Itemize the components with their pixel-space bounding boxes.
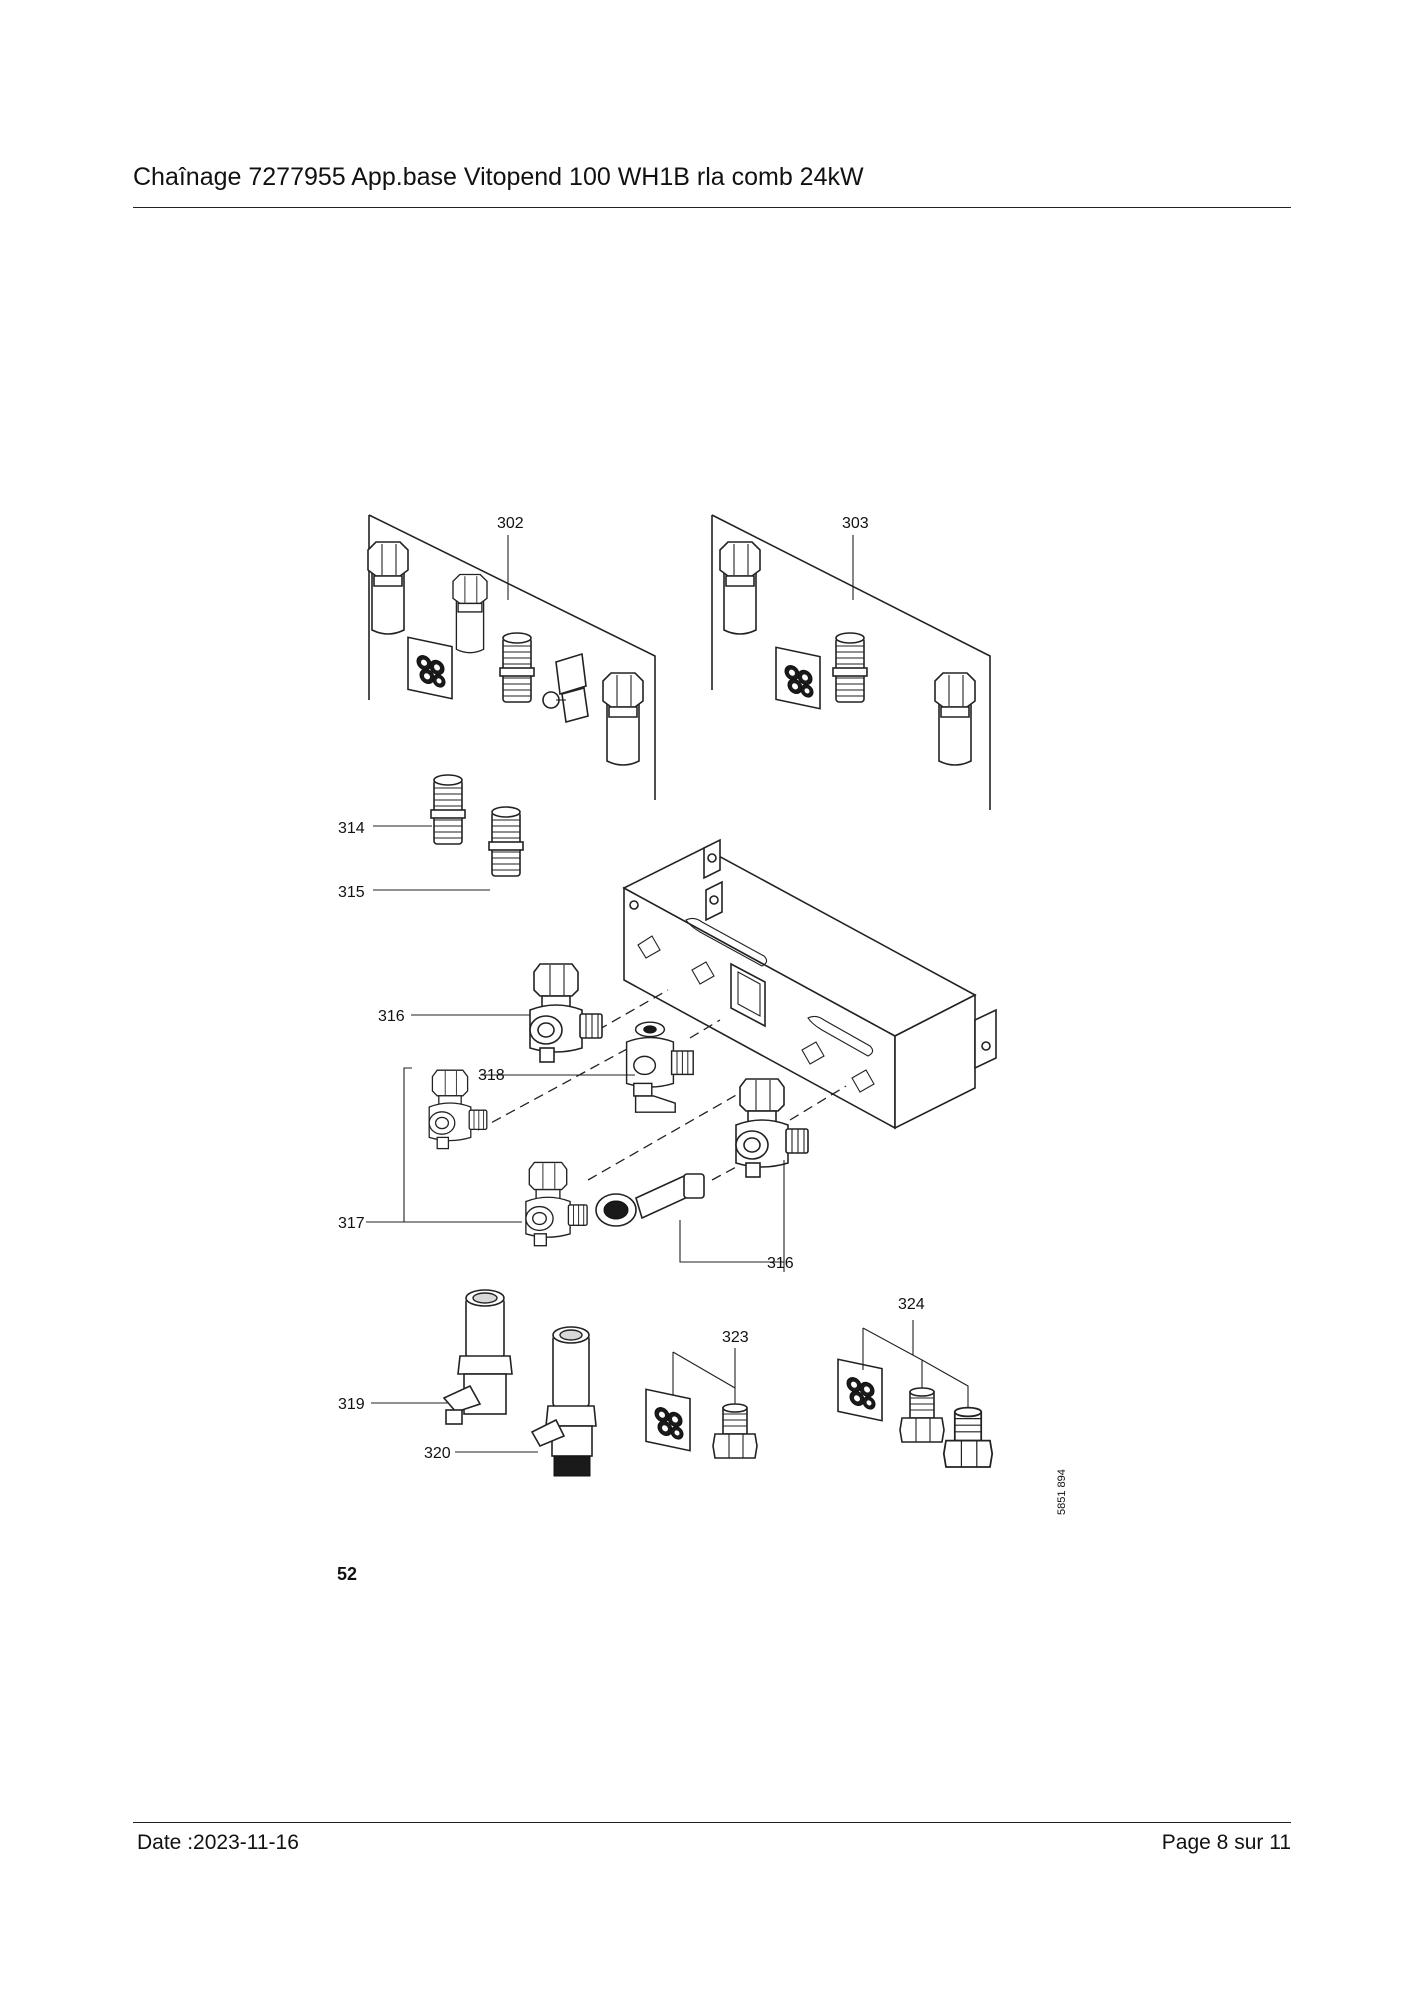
valve-316-upper — [411, 963, 603, 1063]
callout-303: 303 — [842, 515, 869, 532]
valve-318 — [480, 1021, 694, 1113]
page-number: Page 8 sur 11 — [1161, 1831, 1291, 1854]
callout-316-upper: 316 — [378, 1008, 405, 1025]
footer-rule — [133, 1822, 1291, 1823]
callout-317: 317 — [338, 1215, 365, 1232]
drawing-code: 5851 894 — [1056, 1469, 1068, 1515]
nipple-315 — [373, 806, 524, 891]
valve-320 — [455, 1326, 597, 1477]
kit-323 — [645, 1348, 758, 1459]
mounting-bracket — [622, 838, 997, 1130]
footer-date: Date :2023-11-16 — [137, 1831, 299, 1854]
callout-320: 320 — [424, 1445, 451, 1462]
callout-323: 323 — [722, 1329, 749, 1346]
callout-316-lower: 316 — [767, 1255, 794, 1272]
page-title: Chaînage 7277955 App.base Vitopend 100 W… — [133, 163, 864, 191]
valve-316-lower — [595, 1078, 809, 1272]
callout-315: 315 — [338, 884, 365, 901]
filling-tap — [595, 1173, 705, 1227]
kit-324 — [837, 1320, 994, 1468]
callout-318: 318 — [478, 1067, 505, 1084]
callouts: 302 303 314 315 316 318 317 316 324 323 … — [338, 515, 925, 1462]
nipple-314 — [373, 774, 466, 845]
figure-number: 52 — [337, 1564, 358, 1584]
callout-324: 324 — [898, 1296, 925, 1313]
kit-302 — [367, 514, 656, 800]
valve-317-lower — [366, 1067, 588, 1247]
callout-302: 302 — [497, 515, 524, 532]
assembly-lines — [477, 989, 847, 1181]
kit-303 — [711, 514, 991, 810]
valve-319 — [371, 1289, 513, 1425]
callout-314: 314 — [338, 820, 365, 837]
header-rule — [133, 207, 1291, 208]
callout-319: 319 — [338, 1396, 365, 1413]
drain-fitting — [542, 652, 589, 724]
